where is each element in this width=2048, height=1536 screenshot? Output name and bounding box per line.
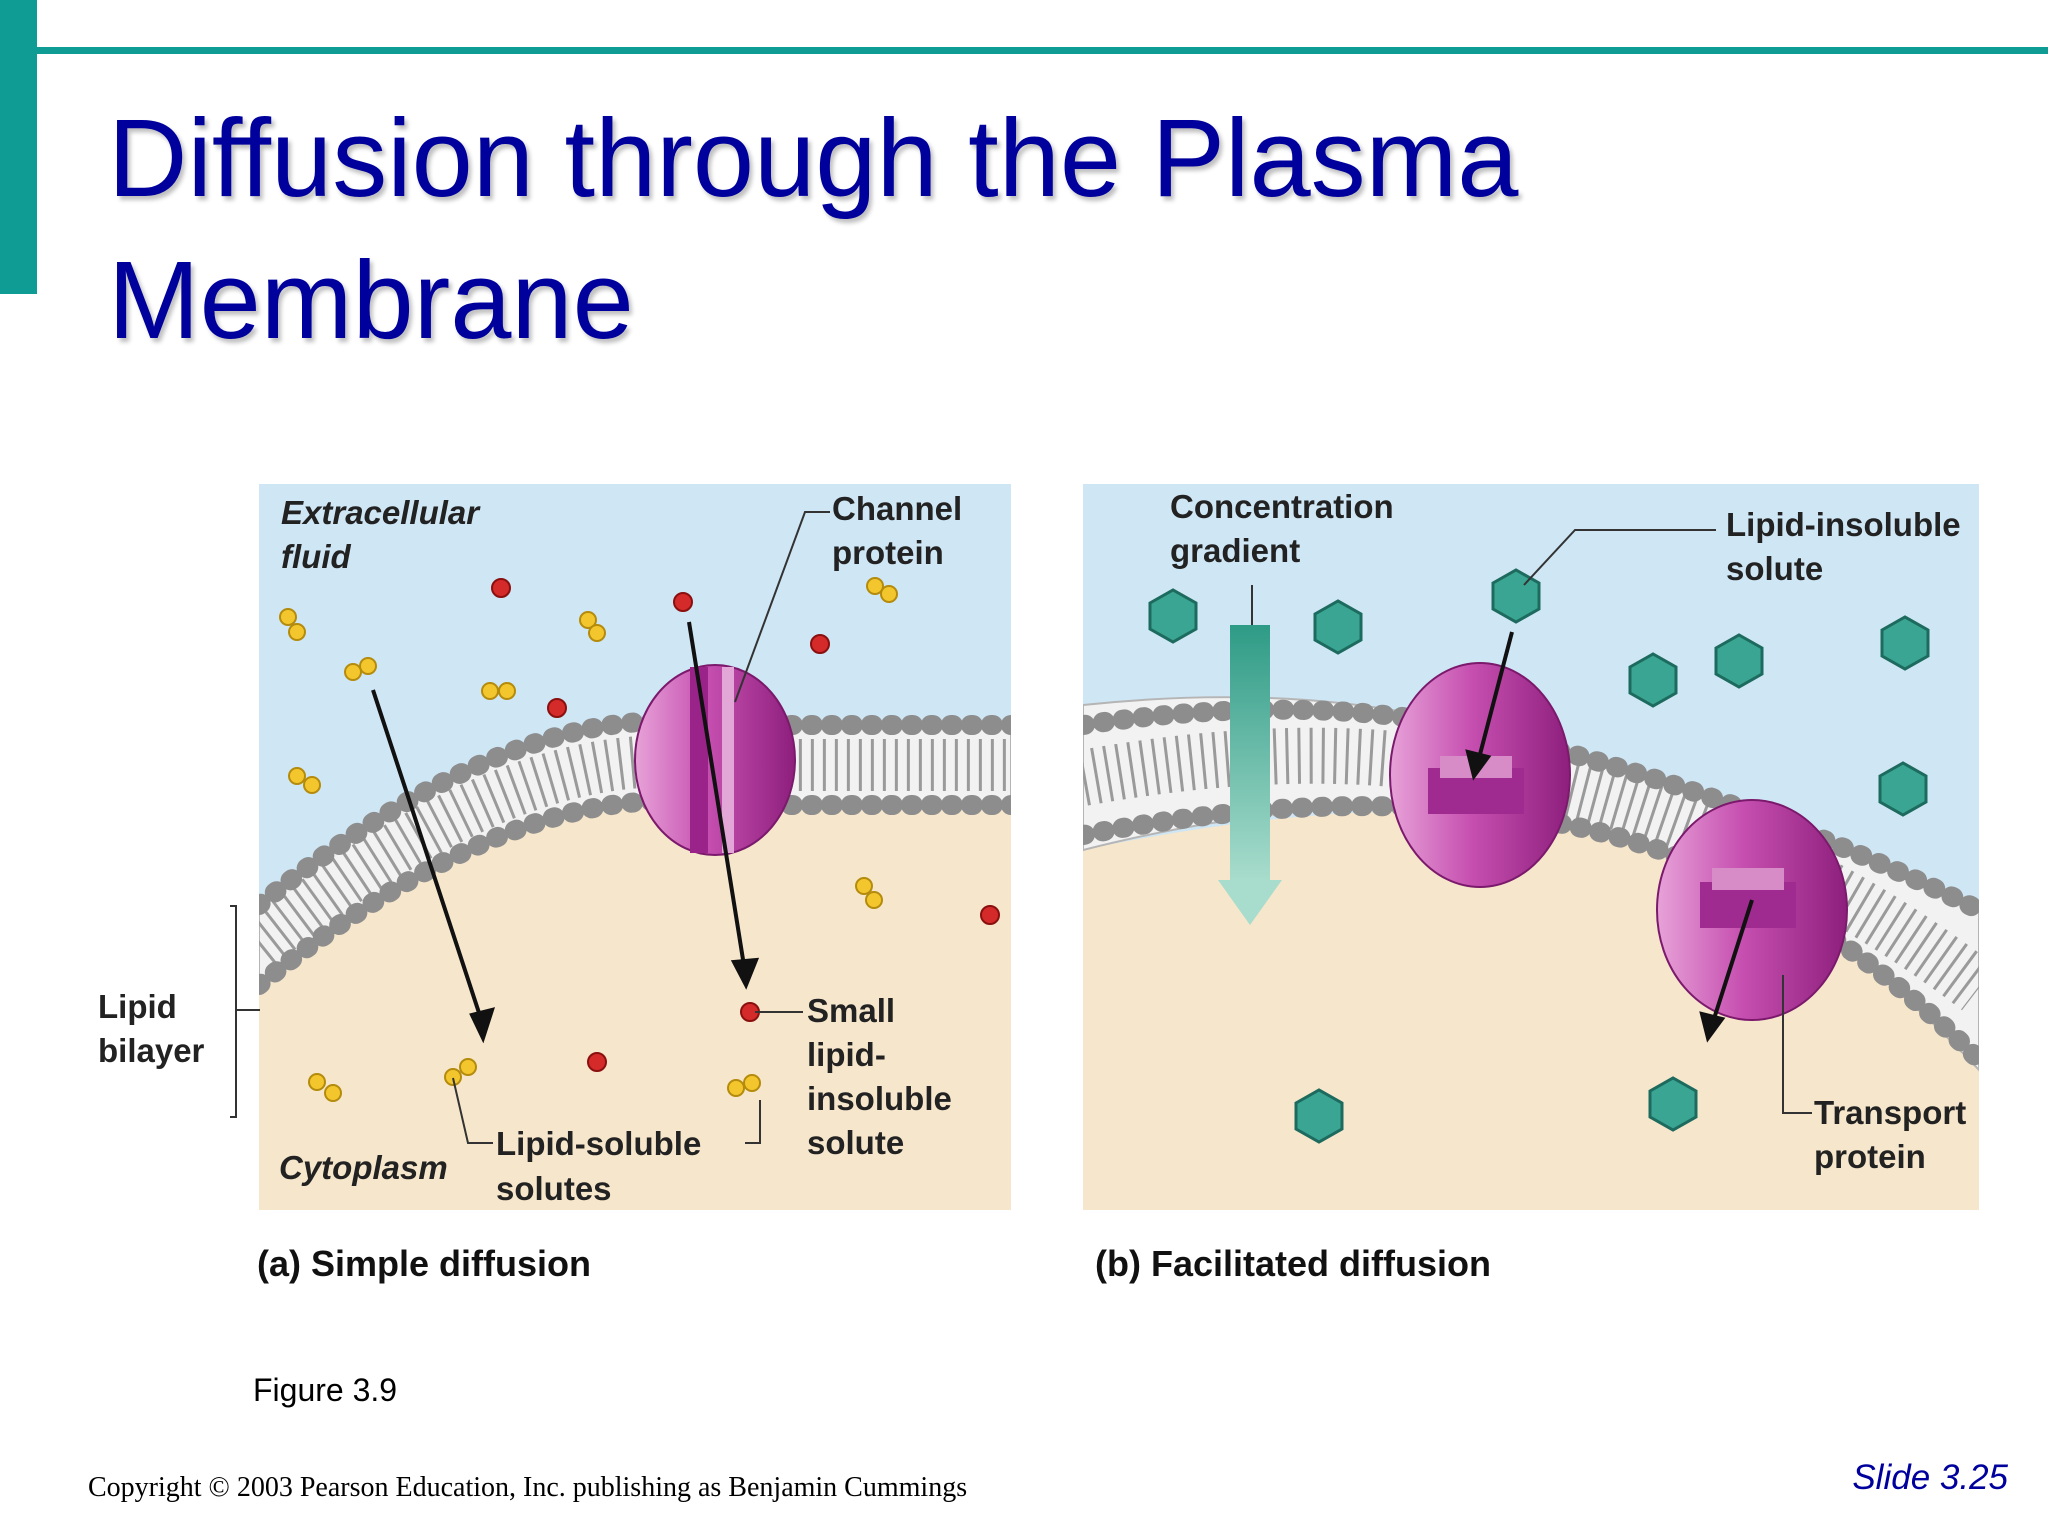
copyright: Copyright © 2003 Pearson Education, Inc.… [88,1472,968,1503]
leader-lines-a [230,511,830,1144]
label-small: Small [807,992,895,1029]
label-fluid: fluid [281,538,351,575]
transport-arrows-b [1465,631,1754,1043]
label-lipid: Lipid [98,988,177,1025]
caption-facilitated-diffusion: (b) Facilitated diffusion [1095,1243,1491,1284]
label-gradient: gradient [1170,532,1300,569]
panel-b-facilitated-diffusion: Concentration gradient Lipid-insoluble s… [1083,484,1979,1284]
panel-a-simple-diffusion: Extracellular fluid Channel protein Lipi… [98,484,1011,1284]
membrane-diagram: Extracellular fluid Channel protein Lipi… [98,484,1979,1284]
accent-bar [0,0,37,294]
label-lipid-insoluble: Lipid-insoluble [1726,506,1961,543]
label-channel-protein: protein [832,534,944,571]
transport-protein-1 [1389,662,1571,888]
page-title: Diffusion through the Plasma Membrane [108,88,1808,372]
channel-protein [634,664,796,856]
title-line-1: Diffusion through the Plasma [108,97,1519,220]
small-lipid-insoluble-solutes [491,578,1000,1072]
title-line-2: Membrane [108,239,634,362]
label-extracellular: Extracellular [281,494,481,531]
lipid-insoluble-solutes-b [1148,568,1930,1144]
concentration-gradient-arrow [1218,625,1282,925]
slide-number: Slide 3.25 [1852,1458,2008,1497]
label-lipid-dash: lipid- [807,1036,886,1073]
label-solutes: solutes [496,1170,612,1207]
label-solute-b: solute [1726,550,1823,587]
label-insoluble: insoluble [807,1080,952,1117]
lipid-soluble-solutes [279,577,898,1102]
figure-number: Figure 3.9 [253,1372,398,1408]
label-cytoplasm: Cytoplasm [279,1149,448,1186]
top-rule [37,47,2048,54]
label-lipid-soluble: Lipid-soluble [496,1125,701,1162]
label-bilayer: bilayer [98,1032,205,1069]
leader-lines-b [1251,529,1812,1114]
diffusion-arrows-a [371,621,760,1044]
label-channel: Channel [832,490,962,527]
label-transport-protein: protein [1814,1138,1926,1175]
label-solute-a: solute [807,1124,904,1161]
label-concentration: Concentration [1170,488,1394,525]
cytoplasm-area [259,796,1011,1210]
label-transport: Transport [1814,1094,1966,1131]
transport-protein-2 [1656,799,1848,1021]
caption-simple-diffusion: (a) Simple diffusion [257,1243,591,1284]
